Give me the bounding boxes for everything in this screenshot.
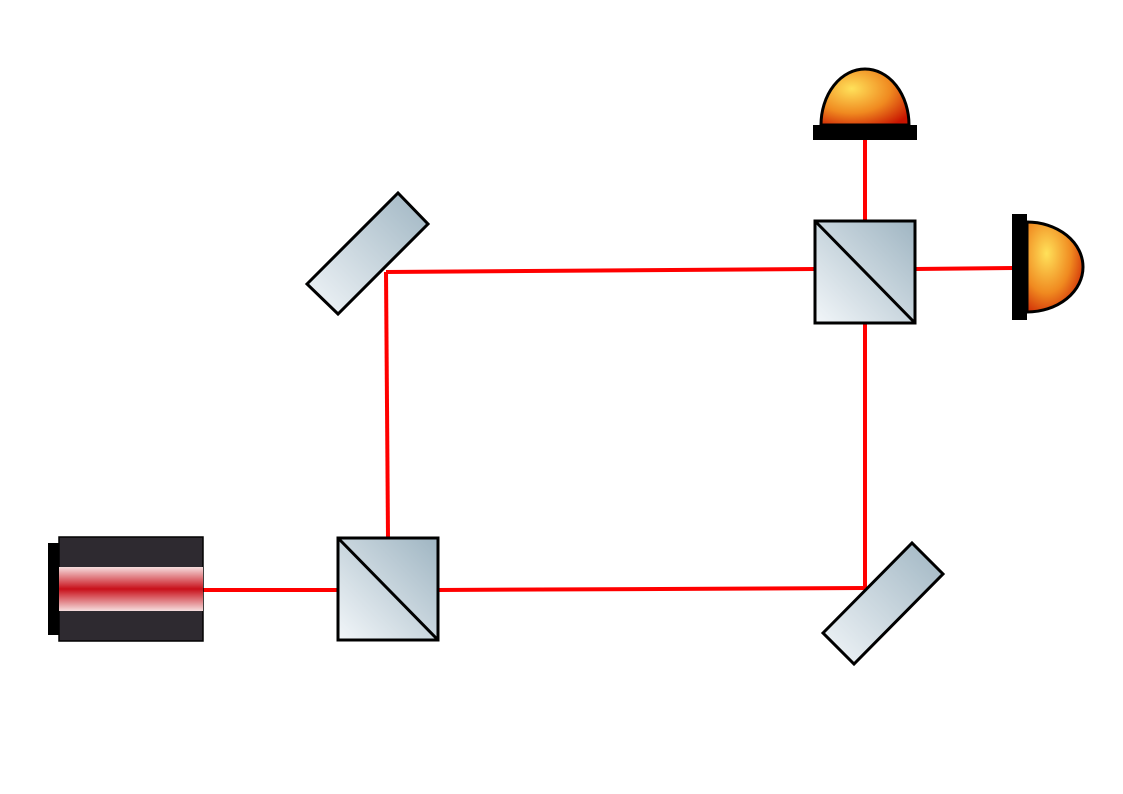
detector-icon [1012,214,1085,320]
laser-beam-paths [203,139,1014,592]
detector-icon [813,67,917,140]
beam-splitter-icon [336,536,440,642]
beam-splitter-icon [813,219,917,325]
beam-splitter-to-lower-mirror [437,586,866,592]
laser-icon [48,536,204,642]
beam-upper-mirror-to-splitter [385,267,816,274]
mirror-icon [304,190,431,317]
mirror-icon [820,540,946,667]
beam-splitter-to-upper-mirror [384,271,390,539]
beam-splitter-to-right-detector [914,266,1014,271]
